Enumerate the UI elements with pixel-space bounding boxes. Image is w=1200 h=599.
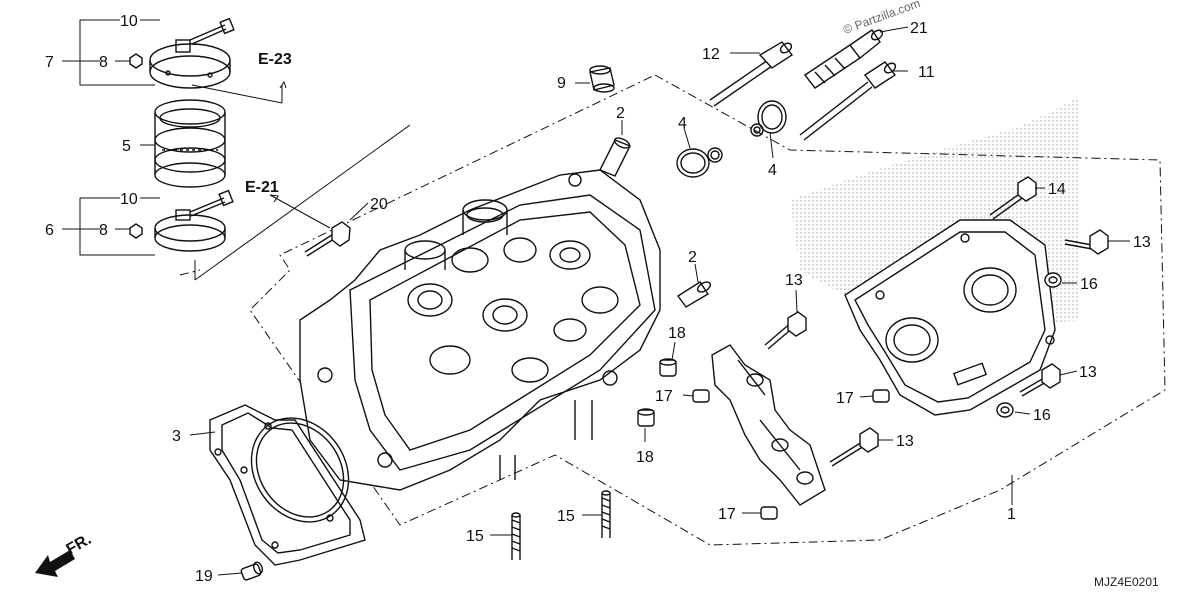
dowel-17-b: [872, 389, 890, 403]
callout-7: 7: [45, 54, 54, 71]
bolt-12: [709, 41, 794, 107]
stud-15-left: [511, 512, 521, 560]
callout-17-left: 17: [655, 388, 673, 405]
diagram-code: MJZ4E0201: [1094, 575, 1159, 589]
callout-10-lower: 10: [120, 191, 138, 208]
callout-21: 21: [910, 20, 928, 37]
bolt-14: [989, 176, 1037, 220]
callout-17-lower: 17: [718, 506, 736, 523]
clamp-nut-upper: [129, 53, 143, 69]
callout-13-lower: 13: [896, 433, 914, 450]
dowel-18-lower: [637, 408, 655, 427]
oring-4-left: [676, 147, 723, 178]
callout-4-left: 4: [678, 115, 687, 132]
dowel-17-c: [760, 506, 778, 520]
callout-18-lower: 18: [636, 449, 654, 466]
callout-13-center: 13: [785, 272, 803, 289]
callout-14: 14: [1048, 181, 1066, 198]
clamp-bolt-lower: [189, 189, 234, 217]
callout-2-upper: 2: [616, 105, 625, 122]
callout-2-lower: 2: [688, 249, 697, 266]
callout-16-lower: 16: [1033, 407, 1051, 424]
intake-clamp-lower: [154, 209, 226, 252]
spark-plug-21: [803, 29, 884, 89]
callout-20: 20: [370, 196, 388, 213]
callout-13-right-top: 13: [1133, 234, 1151, 251]
callout-13-right-mid: 13: [1079, 364, 1097, 381]
dowel-17-a: [692, 389, 710, 403]
bolt-20: [304, 221, 351, 257]
head-cover: [844, 219, 1056, 416]
bolt-11: [799, 61, 897, 141]
callout-11: 11: [918, 64, 935, 81]
dowel-pin-19: [240, 561, 263, 581]
bolt-13-a: [764, 311, 807, 350]
pipe-2-upper: [599, 137, 631, 177]
callout-5: 5: [122, 138, 131, 155]
cylinder-head: [299, 169, 661, 491]
callout-9: 9: [557, 75, 566, 92]
assembly-outline: [179, 74, 1166, 546]
callout-12: 12: [702, 46, 720, 63]
reference-e23: E-23: [258, 51, 292, 68]
callout-17-right: 17: [836, 390, 854, 407]
dowel-18-upper: [659, 358, 677, 377]
callout-3: 3: [172, 428, 181, 445]
bolt-13-c: [1019, 363, 1061, 397]
pipe-2-lower: [676, 281, 712, 308]
bolt-13-d: [829, 427, 879, 467]
clamp-bolt-upper: [189, 17, 235, 45]
callout-16-upper: 16: [1080, 276, 1098, 293]
head-gasket: [209, 404, 366, 566]
washer-16-b: [996, 402, 1014, 418]
washer-16-a: [1044, 272, 1062, 288]
cam-holder: [711, 344, 826, 506]
bolt-13-b: [1064, 229, 1109, 255]
cap-9: [589, 65, 615, 93]
stud-15-right: [601, 490, 611, 538]
callout-15-left: 15: [466, 528, 484, 545]
front-direction-arrow: FR.: [35, 531, 94, 577]
callout-6: 6: [45, 222, 54, 239]
intake-clamp-upper: [149, 39, 231, 89]
callout-8-upper: 8: [99, 54, 108, 71]
callout-10-upper: 10: [120, 13, 138, 30]
callout-1: 1: [1007, 506, 1016, 523]
callout-15-right: 15: [557, 508, 575, 525]
callout-19: 19: [195, 568, 213, 585]
callout-4-right: 4: [768, 162, 777, 179]
left-guide-lines: [191, 80, 411, 281]
leader-lines: [62, 19, 1130, 576]
insulator: [154, 99, 226, 188]
clamp-nut-lower: [129, 223, 143, 239]
oring-4-right: [750, 100, 787, 137]
callout-8-lower: 8: [99, 222, 108, 239]
reference-e21: E-21: [245, 179, 279, 196]
callout-18-upper: 18: [668, 325, 686, 342]
